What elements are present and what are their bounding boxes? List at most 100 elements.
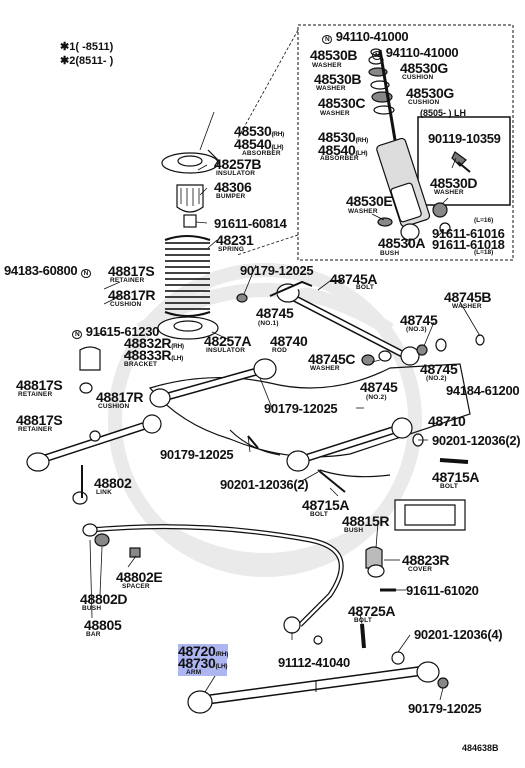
part-48730[interactable]: 48730(LH) — [178, 656, 228, 676]
part-48530D[interactable]: 48530D — [430, 175, 478, 191]
part-48530G-1[interactable]: 48530G — [400, 60, 449, 76]
part-48530-inset[interactable]: 48530(RH) — [318, 129, 368, 145]
figure-number: 484638B — [462, 743, 499, 753]
part-48715A-b[interactable]: 48715A — [302, 497, 350, 513]
part-48823R-desc: COVER — [408, 566, 433, 573]
part-48802-desc: LINK — [96, 489, 112, 496]
part-48740[interactable]: 48740 — [270, 333, 308, 349]
part-48817S-c[interactable]: 48817S — [16, 412, 63, 428]
part-90201-12036-2a[interactable]: 90201-12036(2) — [432, 433, 521, 448]
part-48725A[interactable]: 48725A — [348, 603, 396, 619]
part-48540-main[interactable]: 48540(LH) — [234, 136, 284, 152]
part-48231-desc: SPRING — [218, 246, 245, 253]
part-48720[interactable]: 48720(RH) — [178, 643, 228, 659]
part-48817R-b[interactable]: 48817R — [96, 389, 144, 405]
part-48815R-desc: BUSH — [344, 527, 364, 534]
part-91611-61020[interactable]: 91611-61020 — [406, 583, 479, 598]
lower-arm — [187, 651, 449, 714]
axle-housing — [148, 363, 471, 531]
part-48306[interactable]: 48306 — [214, 179, 252, 195]
part-48257A-desc: INSULATOR — [206, 347, 246, 354]
note-l18: (L=18) — [474, 249, 494, 256]
part-91611-61018[interactable]: 91611-61018 — [432, 237, 505, 252]
part-48817S-b-desc: RETAINER — [18, 391, 53, 398]
part-48530B-1[interactable]: 48530B — [310, 47, 358, 63]
part-48540-inset[interactable]: 48540(LH) — [318, 142, 368, 158]
part-90179-12025-b[interactable]: 90179-12025 — [264, 401, 338, 416]
part-90201-12036-2b[interactable]: 90201-12036(2) — [220, 477, 309, 492]
part-48530E[interactable]: 48530E — [346, 193, 393, 209]
part-48802E[interactable]: 48802E — [116, 569, 163, 585]
part-48710[interactable]: 48710 — [428, 413, 466, 429]
part-48725A-desc: BOLT — [354, 617, 373, 624]
part-48745-no3[interactable]: 48745 — [400, 312, 438, 328]
inset-subframe — [417, 116, 511, 206]
part-91112-41040[interactable]: 91112-41040 — [278, 655, 350, 670]
note-l16: (L=16) — [474, 217, 494, 224]
part-48257A[interactable]: 48257A — [204, 333, 252, 349]
legend-text-2: (8511- ) — [75, 55, 114, 67]
part-48832R[interactable]: 48832R(RH) — [124, 335, 184, 351]
part-90179-12025-d[interactable]: 90179-12025 — [408, 701, 482, 716]
part-90119-10359[interactable]: 90119-10359 — [428, 131, 501, 146]
part-48817S-c-desc: RETAINER — [18, 426, 53, 433]
part-48257B[interactable]: 48257B — [214, 156, 262, 172]
part-48817S-a-desc: RETAINER — [110, 277, 145, 284]
bolts — [247, 280, 469, 493]
part-48817R-a-desc: CUSHION — [110, 301, 142, 308]
part-48730-desc: ARM — [186, 669, 202, 676]
part-48802E-desc: SPACER — [122, 583, 150, 590]
part-48745C[interactable]: 48745C — [308, 351, 356, 367]
part-48802[interactable]: 48802 — [94, 475, 132, 491]
part-48530B-2[interactable]: 48530B — [314, 71, 362, 87]
part-48530G-2[interactable]: 48530G — [406, 85, 455, 101]
part-48530B-1-desc: WASHER — [312, 62, 342, 69]
part-48715A-a[interactable]: 48715A — [432, 469, 480, 485]
part-48530C[interactable]: 48530C — [318, 95, 366, 111]
part-48802D[interactable]: 48802D — [80, 591, 128, 607]
part-48740-desc: ROD — [272, 347, 288, 354]
part-48745-no1[interactable]: 48745 — [256, 305, 294, 321]
part-91611-60814[interactable]: 91611-60814 — [214, 216, 287, 231]
part-48833R[interactable]: 48833R(LH) — [124, 347, 184, 363]
inset-frame — [297, 24, 514, 261]
part-94110-41000a[interactable]: N 94110-41000 — [322, 30, 409, 44]
part-48530A[interactable]: 48530A — [378, 235, 426, 251]
part-48530D-desc: WASHER — [434, 189, 464, 196]
part-48530B-2-desc: WASHER — [316, 85, 346, 92]
legend-line-1: ✱1( -8511) — [60, 42, 113, 53]
legend-mark-2: ✱2 — [60, 55, 76, 67]
part-48823R[interactable]: 48823R — [402, 552, 450, 568]
part-48231[interactable]: 48231 — [216, 232, 254, 248]
part-48815R[interactable]: 48815R — [342, 513, 390, 529]
inset-title: (8505- ) LH — [420, 108, 467, 118]
part-48530-main[interactable]: 48530(RH) — [234, 123, 284, 139]
part-48745B[interactable]: 48745B — [444, 289, 492, 305]
part-48817S-a[interactable]: 48817S — [108, 263, 155, 279]
part-94110-41000b[interactable]: N 94110-41000 — [372, 46, 459, 60]
part-91611-61016[interactable]: 91611-61016 — [432, 226, 505, 241]
part-48745-no2a[interactable]: 48745 — [420, 361, 458, 377]
part-91615-61230[interactable]: N 91615-61230 — [72, 325, 159, 339]
part-48530G-1-desc: CUSHION — [402, 74, 434, 81]
part-90201-12036-4[interactable]: 90201-12036(4) — [414, 627, 503, 642]
part-90179-12025-a[interactable]: 90179-12025 — [240, 263, 314, 278]
part-48745A-desc: BOLT — [356, 284, 375, 291]
part-94183-60800[interactable]: 94183-60800 N — [4, 264, 92, 278]
part-48715A-b-desc: BOLT — [310, 511, 329, 518]
part-48715A-a-desc: BOLT — [440, 483, 459, 490]
part-48745-no2b[interactable]: 48745 — [360, 379, 398, 395]
part-48745A[interactable]: 48745A — [330, 271, 378, 287]
legend-line-2: ✱2(8511- ) — [60, 56, 113, 67]
part-48817S-b[interactable]: 48817S — [16, 377, 63, 393]
part-48805[interactable]: 48805 — [84, 617, 122, 633]
part-48817R-a[interactable]: 48817R — [108, 287, 156, 303]
part-48745-no1-desc: (NO.1) — [258, 320, 279, 327]
part-90179-12025-c[interactable]: 90179-12025 — [160, 447, 234, 462]
part-48540-inset-desc: ABSORBER — [320, 155, 359, 162]
part-94184-61200[interactable]: 94184-61200 — [446, 383, 520, 398]
watermark — [108, 263, 422, 577]
part-48540-main-desc: ABSORBER — [242, 150, 281, 157]
